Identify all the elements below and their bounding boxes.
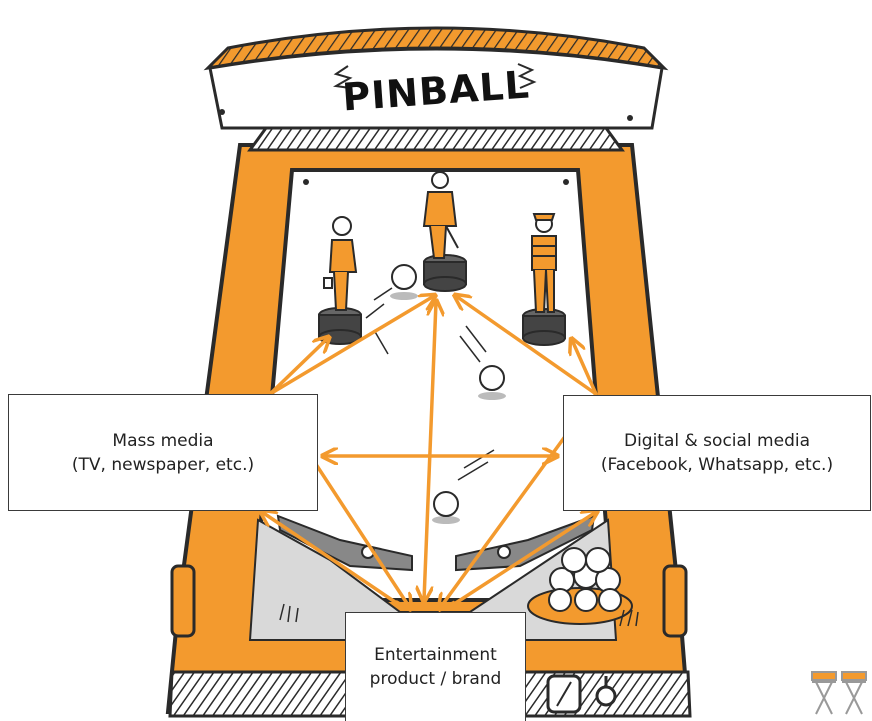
- entertainment-subtitle: product / brand: [369, 669, 502, 689]
- ball-1: [390, 264, 418, 300]
- ball-bowl: [527, 547, 633, 625]
- marquee-board: [208, 47, 664, 130]
- digital-media-examples: (Facebook, Whatsapp, etc.): [600, 455, 834, 475]
- pedestal-right: [522, 308, 566, 346]
- flipper-right: [455, 514, 596, 572]
- entertainment-box: Entertainment product / brand: [345, 612, 526, 721]
- cabinet-side-right: [662, 564, 688, 638]
- ball-3: [432, 491, 460, 524]
- digital-media-title: Digital & social media: [623, 431, 811, 451]
- backbox-base: [247, 126, 625, 152]
- figure-worker: [531, 213, 557, 313]
- knob-icon: [595, 685, 617, 707]
- mass-media-title: Mass media: [112, 430, 214, 451]
- figure-man-suit: [422, 171, 459, 259]
- director-chairs-logo: [811, 671, 867, 715]
- digital-media-box: Digital & social media (Facebook, Whatsa…: [563, 395, 871, 511]
- flipper-left: [276, 514, 413, 572]
- cabinet-side-left: [170, 564, 196, 638]
- mass-media-box: Mass media (TV, newspaper, etc.): [8, 394, 318, 511]
- ball-2: [478, 365, 506, 400]
- mass-media-examples: (TV, newspaper, etc.): [71, 454, 255, 475]
- entertainment-title: Entertainment: [374, 645, 497, 665]
- pedestal-center: [423, 254, 467, 292]
- figure-woman: [323, 216, 358, 311]
